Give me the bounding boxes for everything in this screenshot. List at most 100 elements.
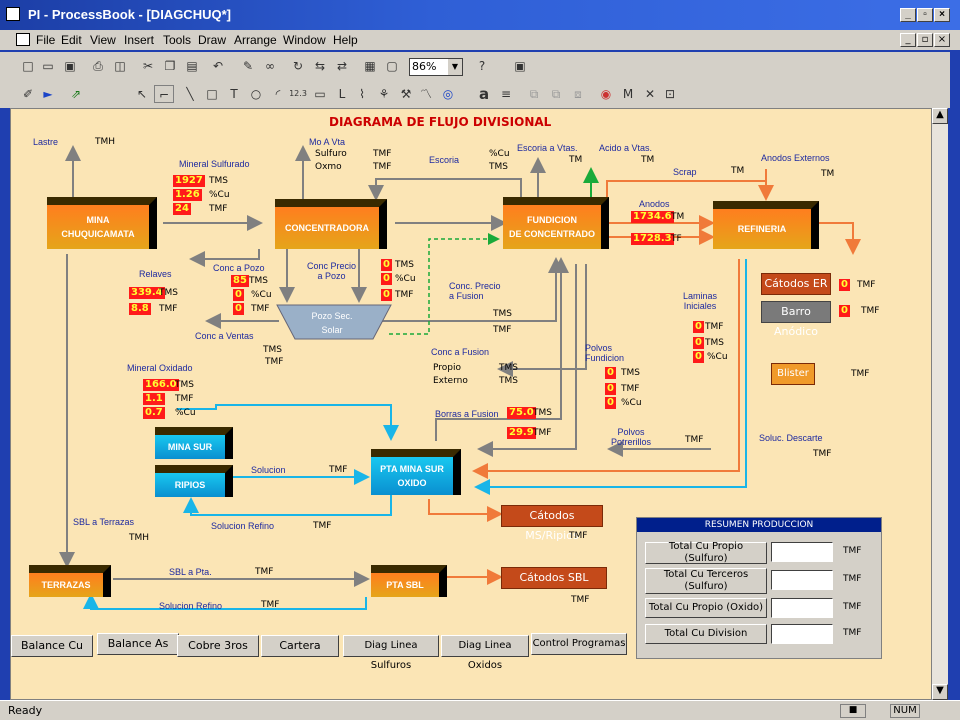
properties-icon[interactable]: ⊡ [664,87,676,101]
menu-tools[interactable]: Tools [163,33,192,47]
line-style-icon[interactable]: ≡ [500,87,512,101]
menu-insert[interactable]: Insert [124,33,155,47]
block-mina-sur[interactable]: MINA SUR [155,427,233,459]
cobre-3ros-button[interactable]: Cobre 3ros [177,635,259,657]
paste-icon[interactable]: ▤ [186,59,198,73]
connector-icon[interactable]: ⌐ [154,85,174,103]
cartera-button[interactable]: Cartera [261,635,339,657]
resumen-row-2-field[interactable] [771,570,833,590]
unit-acido: TM [641,155,655,165]
diag-linea-oxidos-button[interactable]: Diag Linea Oxidos [441,635,529,671]
unit-an2: TF [671,234,682,244]
doc-restore-icon[interactable]: ▫ [917,33,933,47]
build-icon[interactable]: ✐ [22,87,34,101]
resumen-row-4-field[interactable] [771,624,833,644]
binoculars-icon[interactable]: ∞ [265,59,275,73]
line-icon[interactable]: ╲ [186,87,194,101]
trend-icon[interactable]: ⇗ [70,87,82,101]
balance-as-button[interactable]: Balance As [97,633,179,655]
delete-icon[interactable]: ✕ [644,87,656,101]
trend-chart-icon[interactable]: 〽 [419,87,432,101]
menu-edit[interactable]: Edit [61,33,82,47]
block-pta-sbl[interactable]: PTA SBL [371,565,447,597]
help-pointer-icon[interactable]: ? [478,59,486,73]
doc-minimize-icon[interactable]: _ [900,33,916,47]
val-cp3: 0 [233,303,244,315]
undo-icon[interactable]: ↶ [212,59,224,73]
menu-file[interactable]: File [36,33,56,47]
grid-icon[interactable]: ▦ [364,59,376,73]
save-icon[interactable]: ▣ [64,59,76,73]
play-icon[interactable]: ► [43,87,53,101]
copy-icon[interactable]: ❐ [164,59,176,73]
minimize-icon[interactable]: _ [900,8,916,22]
vertical-scrollbar[interactable]: ▲ ▼ [932,108,948,700]
multistate-icon[interactable]: ⌇ [359,87,365,101]
group-icon[interactable]: ⧉ [529,87,539,101]
symbol-icon[interactable]: ⚘ [378,87,390,101]
value-icon[interactable]: 12.3 [289,89,307,98]
block-terrazas[interactable]: TERRAZAS [29,565,111,597]
ungroup-icon[interactable]: ⧉ [551,87,561,101]
resumen-row-3-label: Total Cu Propio (Oxido) [645,598,767,618]
block-fundicion[interactable]: FUNDICION DE CONCENTRADO [503,197,609,249]
tools-icon[interactable]: ⚒ [400,87,412,101]
ellipse-icon[interactable]: ○ [250,87,262,101]
preview-icon[interactable]: ◫ [114,59,126,73]
val-pf2: 0 [605,383,616,395]
menu-arrange[interactable]: Arrange [234,33,277,47]
scroll-down-icon[interactable]: ▼ [932,684,948,700]
resumen-row-1-field[interactable] [771,542,833,562]
arc-icon[interactable]: ◜ [275,87,281,101]
menu-view[interactable]: View [90,33,116,47]
val-er: 0 [839,279,850,291]
pointer-icon[interactable]: ↖ [136,87,148,101]
val-li1: 0 [693,321,704,333]
frame-icon[interactable]: ▢ [386,59,398,73]
color-wheel-icon[interactable]: ◉ [600,87,612,101]
print-icon[interactable]: ⎙ [93,59,103,73]
menu-window[interactable]: Window [283,33,326,47]
rectangle-icon[interactable]: □ [206,87,218,101]
font-icon[interactable]: a [478,85,490,103]
scroll-up-icon[interactable]: ▲ [932,108,948,124]
button-icon[interactable]: ▭ [314,87,326,101]
block-concentradora[interactable]: CONCENTRADORA [275,199,387,249]
catodos-sbl-button[interactable]: Cátodos SBL [501,567,607,589]
unit-bor2: TMF [533,428,552,438]
restore-icon[interactable]: ▫ [917,8,933,22]
unit-escoria-vtas: TM [569,155,583,165]
macro-icon[interactable]: M [622,87,634,101]
order-icon[interactable]: ⧈ [574,87,582,101]
block-ripios[interactable]: RIPIOS [155,465,233,497]
link2-icon[interactable]: ⇆ [314,59,326,73]
block-pta-mina-sur[interactable]: PTA MINA SUR OXIDO [371,449,461,495]
new-icon[interactable]: □ [22,59,34,73]
doc-close-icon[interactable]: × [934,33,950,47]
target-icon[interactable]: ◎ [442,87,454,101]
barro-anodico-button[interactable]: Barro Anódico [761,301,831,338]
cut-icon[interactable]: ✂ [142,59,154,73]
blister-button[interactable]: Blister [771,363,815,385]
link-icon[interactable]: ↻ [292,59,304,73]
link3-icon[interactable]: ⇄ [336,59,348,73]
format-painter-icon[interactable]: ✎ [242,59,254,73]
text-icon[interactable]: T [230,87,238,101]
diag-linea-sulfuros-button[interactable]: Diag Linea Sulfuros [343,635,439,671]
resumen-row-3-field[interactable] [771,598,833,618]
zoom-select[interactable]: 86%▼ [409,58,463,76]
bar-icon[interactable]: L [338,87,346,101]
menu-draw[interactable]: Draw [198,33,227,47]
open-icon[interactable]: ▭ [42,59,54,73]
flow-arrows [59,145,861,610]
block-mina[interactable]: MINA CHUQUICAMATA [47,197,157,249]
catodos-er-button[interactable]: Cátodos ER [761,273,831,295]
menu-help[interactable]: Help [333,33,358,47]
catodos-ms-button[interactable]: Cátodos MS/Ripios [501,505,603,542]
block-refineria[interactable]: REFINERIA [713,201,819,249]
control-programas-button[interactable]: Control Programas [531,633,627,655]
balance-cu-button[interactable]: Balance Cu [11,635,93,657]
run-mode-icon[interactable]: ▣ [514,59,526,73]
unit-cv1: TMS [263,345,282,355]
close-icon[interactable]: × [934,8,950,22]
